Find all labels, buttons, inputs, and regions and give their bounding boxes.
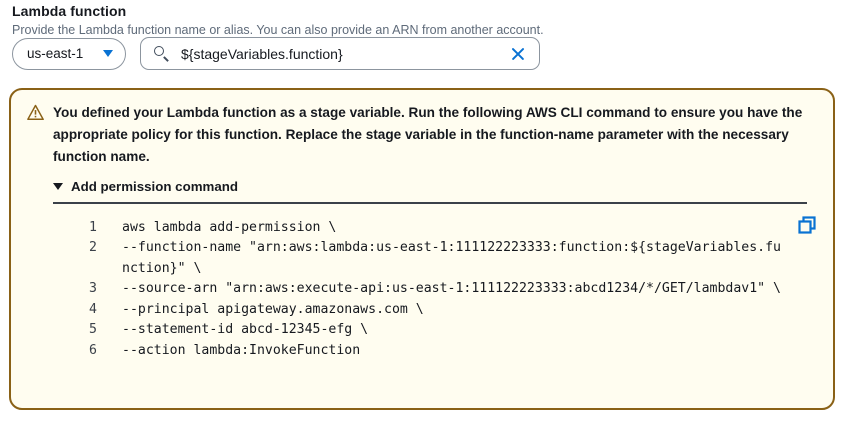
page-title: Lambda function bbox=[12, 3, 127, 19]
add-permission-command-expander[interactable]: Add permission command bbox=[53, 179, 817, 194]
expander-divider bbox=[53, 202, 807, 204]
line-content: aws lambda add-permission \ bbox=[122, 219, 337, 235]
field-description: Provide the Lambda function name or alia… bbox=[12, 23, 544, 37]
line-content: --action lambda:InvokeFunction bbox=[122, 342, 361, 358]
warning-triangle-icon bbox=[27, 104, 44, 121]
copy-icon[interactable] bbox=[797, 215, 817, 235]
lambda-function-controls: us-east-1 ${stageVariables.function} bbox=[12, 37, 540, 70]
line-content: --statement-id abcd-12345-efg \ bbox=[122, 322, 369, 337]
code-line: 2 --function-name "arn:aws:lambda:us-eas… bbox=[53, 238, 782, 279]
code-line: 3 --source-arn "arn:aws:execute-api:us-e… bbox=[53, 279, 782, 300]
lambda-function-search-box[interactable]: ${stageVariables.function} bbox=[140, 37, 540, 70]
search-input[interactable]: ${stageVariables.function} bbox=[181, 45, 343, 62]
cli-command-lines: 1 aws lambda add-permission \ 2 --functi… bbox=[53, 218, 782, 362]
alert-message: You defined your Lambda function as a st… bbox=[53, 105, 803, 164]
lambda-function-field-header: Lambda function Provide the Lambda funct… bbox=[12, 2, 832, 39]
line-number: 1 bbox=[89, 219, 97, 235]
code-line: 4 --principal apigateway.amazonaws.com \ bbox=[53, 300, 782, 321]
line-number: 4 bbox=[89, 301, 97, 317]
search-icon bbox=[154, 45, 170, 62]
expander-label: Add permission command bbox=[71, 179, 238, 194]
close-icon[interactable] bbox=[509, 45, 527, 63]
code-line: 5 --statement-id abcd-12345-efg \ bbox=[53, 320, 782, 341]
line-number: 5 bbox=[89, 322, 97, 337]
region-select-value: us-east-1 bbox=[27, 46, 84, 61]
alert-message-row: You defined your Lambda function as a st… bbox=[27, 102, 817, 168]
line-number: 2 bbox=[89, 240, 97, 255]
code-line: 1 aws lambda add-permission \ bbox=[53, 218, 782, 239]
line-number: 3 bbox=[89, 281, 97, 296]
line-content: --function-name "arn:aws:lambda:us-east-… bbox=[122, 240, 781, 276]
chevron-down-icon bbox=[103, 50, 113, 57]
cli-command-block: 1 aws lambda add-permission \ 2 --functi… bbox=[53, 215, 816, 362]
triangle-down-icon bbox=[53, 183, 63, 190]
region-select[interactable]: us-east-1 bbox=[12, 37, 126, 70]
line-number: 6 bbox=[89, 342, 97, 358]
code-line: 6 --action lambda:InvokeFunction bbox=[53, 341, 782, 362]
stage-variable-warning-alert: You defined your Lambda function as a st… bbox=[9, 88, 835, 410]
line-content: --source-arn "arn:aws:execute-api:us-eas… bbox=[122, 281, 781, 296]
line-content: --principal apigateway.amazonaws.com \ bbox=[122, 301, 424, 317]
